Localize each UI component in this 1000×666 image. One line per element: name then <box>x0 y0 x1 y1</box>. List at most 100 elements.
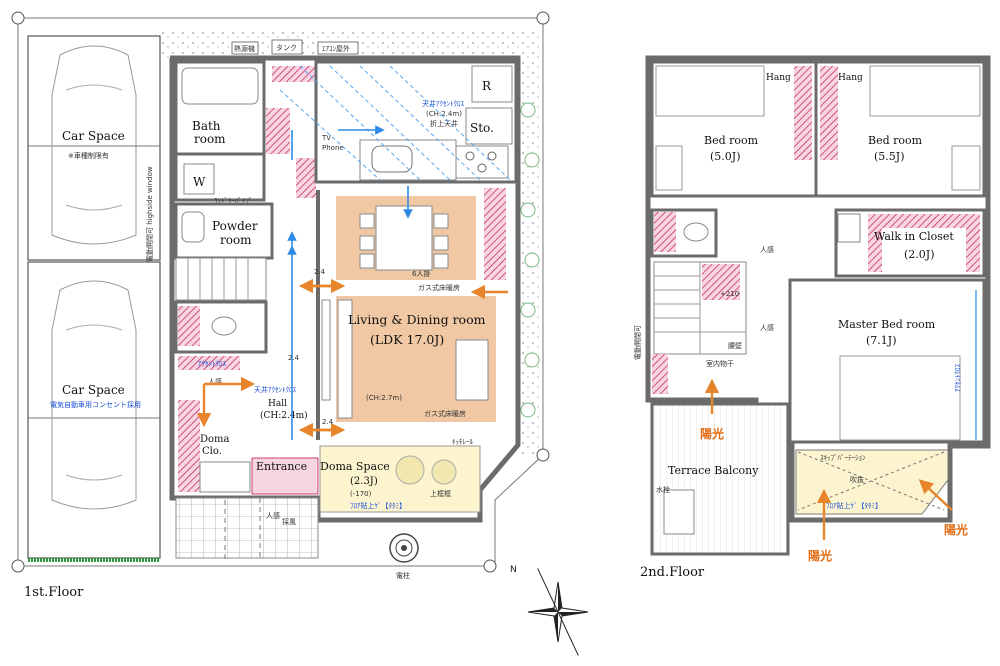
bath-label-2: room <box>194 132 226 146</box>
dining-storage-hatch <box>484 188 506 280</box>
powder-label-2: room <box>220 233 252 247</box>
car-space-top <box>27 35 161 261</box>
tv-board <box>337 299 353 419</box>
desk-1 <box>655 145 683 191</box>
storage <box>465 107 513 145</box>
kitchen-rail-label: ｷｯﾁﾚｰﾙ <box>452 438 473 446</box>
sunlight-label-2: 陽光 <box>808 548 832 563</box>
dimension-label: 2.4 <box>322 418 334 426</box>
floor-up-2f: ﾌﾛｱ貼上ｹﾞ【ﾀﾀﾐ】 <box>826 501 882 510</box>
gas-floor-heat-1: ガス式床暖房 <box>418 283 460 292</box>
bedroom-2-label: Bed room <box>868 134 923 147</box>
doma-plant <box>431 459 457 485</box>
toilet <box>181 211 205 243</box>
kitchen-ch-label: (CH:2.4m) <box>426 110 462 118</box>
sensor-2f: 人感 <box>760 245 774 254</box>
gas-floor-heat-2: ガス式床暖房 <box>424 409 466 418</box>
ceiling-accent-label: 天井ｱｸｾﾝﾄｸﾛｽ <box>422 99 464 108</box>
utility-pole-label: 電柱 <box>396 571 410 580</box>
floor-step-label: 上框框 <box>430 489 451 498</box>
car-space-bottom-label: Car Space <box>62 383 125 397</box>
shrubs <box>520 102 540 418</box>
doma-plant <box>395 455 425 485</box>
sofa <box>455 339 489 401</box>
walkin-hatch-left <box>868 228 882 272</box>
bath-label: Bath <box>192 119 221 133</box>
heat-source-label: 熱源機 <box>234 44 255 53</box>
sunlight-label-1: 陽光 <box>700 426 724 441</box>
sensor-label-3: 採風 <box>282 517 296 526</box>
hang-label-2: Hang <box>838 73 863 83</box>
bedroom-2-size: (5.5J) <box>874 150 905 163</box>
boundary-marker <box>536 11 550 25</box>
refrigerator <box>471 65 513 103</box>
entrance-porch-tiles <box>175 497 319 559</box>
boundary-marker <box>483 559 497 573</box>
hang-label-1: Hang <box>766 73 791 83</box>
doma-clo-label: Doma <box>200 434 230 445</box>
void-label: 吹抜 <box>850 475 864 484</box>
doma-space-label: Doma Space <box>320 460 390 473</box>
bed-2 <box>869 65 981 117</box>
ldk-size-label: (LDK 17.0J) <box>370 332 444 347</box>
sunlight-label-3: 陽光 <box>944 522 968 537</box>
desk-2 <box>951 145 981 191</box>
first-floor-label: 1st.Floor <box>24 585 84 600</box>
walkin-label: Walk in Closet <box>874 230 954 243</box>
washer-label: W <box>193 175 206 189</box>
tv-label-2: Phone <box>322 144 344 152</box>
handrail-label: 腰壁 <box>728 341 742 350</box>
storage-label: Sto. <box>470 121 494 135</box>
master-bed <box>839 355 961 441</box>
kitchen-ceiling-diagonals <box>279 65 511 181</box>
aircon-label: ｴｱｺﾝ屋外 <box>322 44 350 53</box>
doma-clo-label-2: Clo. <box>202 446 222 457</box>
dining-table <box>359 205 449 271</box>
second-floor-label: 2nd.Floor <box>640 565 705 580</box>
entrance-label: Entrance <box>256 460 307 473</box>
second-floor: Hang Bed room (5.0J) Hang Bed room (5.5J… <box>633 55 991 580</box>
folded-ceiling-label: 折上天井 <box>430 119 458 128</box>
laundry-pipe-label: ﾗﾝﾄﾞﾘｰﾊﾟｲﾌﾟ <box>214 197 253 205</box>
doma-size-label: (2.3J) <box>350 476 378 487</box>
skip-partition-label: ｽｷｯﾌﾟﾊﾟｰﾃｰｼｮﾝ <box>820 454 866 462</box>
sunlight-arrows <box>704 378 953 540</box>
hall-2f-hatch <box>652 354 668 394</box>
boundary-marker <box>11 11 25 25</box>
boundary-marker <box>11 559 25 573</box>
bedroom-1-label: Bed room <box>704 134 759 147</box>
approach-path <box>224 498 261 560</box>
hall-accent-label: 天井ｱｸｾﾝﾄｸﾛｽ <box>254 385 296 394</box>
sensor-label-2: 人感 <box>208 377 222 386</box>
car-space-top-label: Car Space <box>62 129 125 143</box>
dim-210: +210 <box>720 290 739 298</box>
heat-source-unit <box>231 41 259 55</box>
walkin-hatch-top <box>868 214 980 228</box>
wash-basin-2f <box>837 213 861 243</box>
bedroom-1-size: (5.0J) <box>710 150 741 163</box>
refrigerator-label: R <box>482 79 492 93</box>
sliding-door <box>321 299 331 401</box>
hall-ch-label: (CH:2.4m) <box>260 410 308 421</box>
car-space-bottom <box>27 261 161 559</box>
floor-up-label: ﾌﾛｱ貼上ｹﾞ【ﾀﾀﾐ】 <box>350 501 406 510</box>
ldk-ch-label: (CH:2.7m) <box>366 394 402 402</box>
walkin-hatch-right <box>966 228 980 272</box>
hall-accent-hatch <box>178 356 240 370</box>
doma-level-label: (-170) <box>350 490 372 498</box>
faucet-label: 水栓 <box>656 485 670 494</box>
first-floor: Car Space ※車種制限有 Car Space 電気自動車用コンセント採用… <box>11 11 589 656</box>
terrace-label: Terrace Balcony <box>668 464 759 477</box>
master-size: (7.1J) <box>866 334 897 347</box>
highside-window-note: 電動開閉可 highside window <box>145 166 154 262</box>
sensor-2f-2: 人感 <box>760 323 774 332</box>
accent-cross-2f: ｱｸｾﾝﾄｸﾛｽ <box>954 364 962 392</box>
svg-text:N: N <box>510 565 517 575</box>
powder-label: Powder <box>212 219 258 233</box>
window-2f-note: 電動開閉可 <box>633 325 642 360</box>
blue-flow-arrows <box>287 125 413 440</box>
indoor-dry-label: 室内物干 <box>706 359 734 368</box>
closet-1-hatch <box>794 66 812 160</box>
bathtub <box>181 67 259 105</box>
